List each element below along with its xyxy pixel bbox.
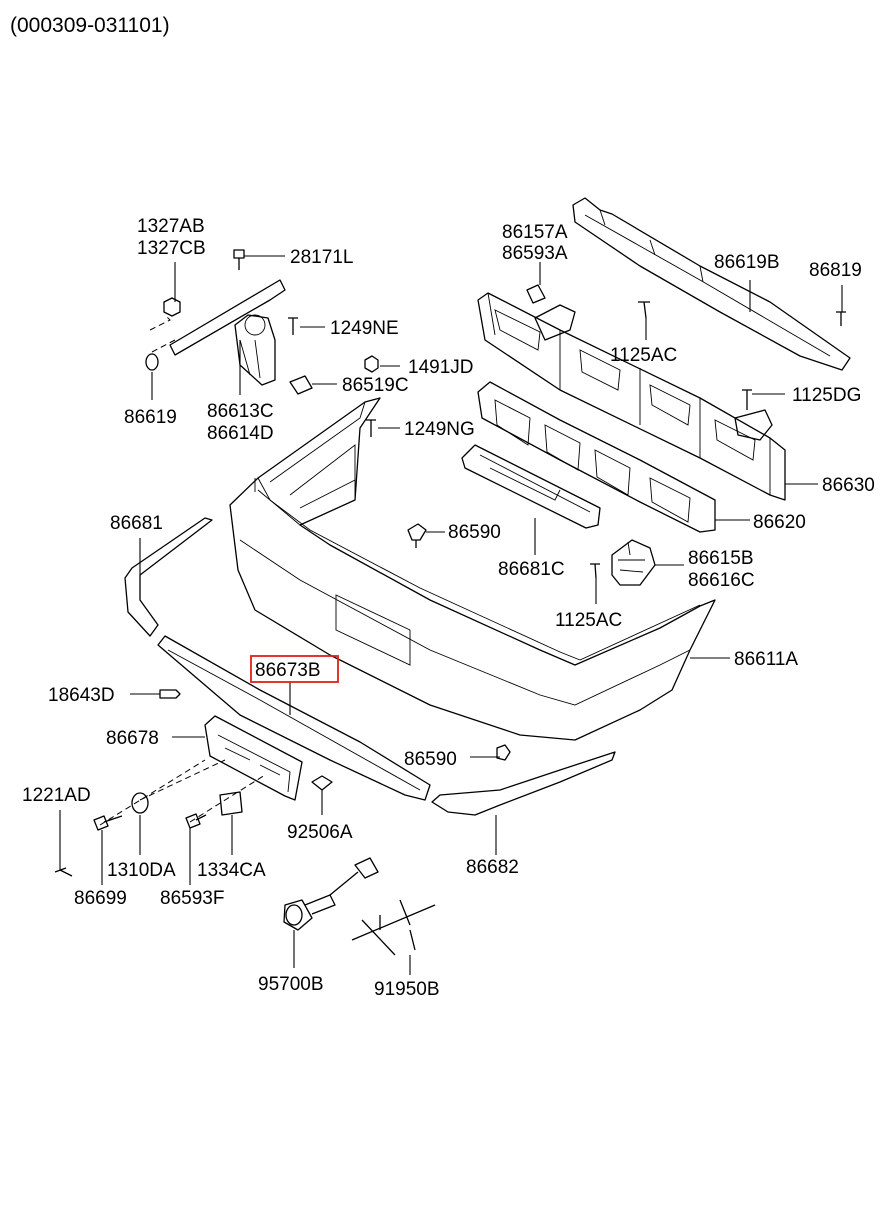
bolt-86699 bbox=[93, 815, 123, 831]
label-86678[interactable]: 86678 bbox=[106, 728, 159, 749]
label-86615B[interactable]: 86615B bbox=[688, 548, 754, 569]
assembly-line-2 bbox=[139, 759, 226, 801]
screw-1221AD bbox=[54, 867, 73, 877]
parking-sensor-95700B bbox=[283, 857, 379, 931]
clip-86519C bbox=[289, 375, 313, 395]
clip-86590-bottom bbox=[496, 744, 511, 761]
label-86593A[interactable]: 86593A bbox=[502, 243, 568, 264]
screw-86819 bbox=[836, 311, 846, 326]
label-1327AB[interactable]: 1327AB bbox=[137, 216, 205, 237]
label-86614D[interactable]: 86614D bbox=[207, 423, 274, 444]
assembly-line-4 bbox=[149, 314, 171, 331]
washer-1310DA bbox=[131, 792, 149, 814]
pin-18643D bbox=[159, 689, 181, 699]
screw-1249NG bbox=[366, 419, 376, 437]
screw-1249NE bbox=[288, 317, 298, 335]
label-1249NG[interactable]: 1249NG bbox=[404, 419, 475, 440]
screw-1125AC-top bbox=[638, 301, 650, 319]
bolt-86593F bbox=[185, 813, 207, 829]
clip-86157A bbox=[526, 284, 546, 304]
label-86611A[interactable]: 86611A bbox=[734, 649, 798, 670]
label-1327CB[interactable]: 1327CB bbox=[137, 238, 206, 259]
label-86590-top[interactable]: 86590 bbox=[448, 522, 501, 543]
label-91950B[interactable]: 91950B bbox=[374, 979, 440, 1000]
label-86593F[interactable]: 86593F bbox=[160, 888, 224, 909]
label-86620[interactable]: 86620 bbox=[753, 512, 806, 533]
assembly-line-1 bbox=[99, 759, 206, 826]
label-86681[interactable]: 86681 bbox=[110, 513, 163, 534]
label-1334CA[interactable]: 1334CA bbox=[197, 860, 266, 881]
clip-86590-top bbox=[407, 523, 427, 548]
label-86519C[interactable]: 86519C bbox=[342, 375, 409, 396]
bumper-bracket-86681C bbox=[461, 444, 601, 529]
label-86682[interactable]: 86682 bbox=[466, 857, 519, 878]
bumper-cover-86611A bbox=[229, 397, 716, 741]
license-plate-bracket-86678 bbox=[204, 715, 303, 801]
bumper-side-bracket-86613C bbox=[169, 279, 286, 386]
bumper-side-bracket-86615B bbox=[611, 539, 656, 586]
label-86681C[interactable]: 86681C bbox=[498, 559, 565, 580]
label-92506A[interactable]: 92506A bbox=[287, 822, 353, 843]
label-86630[interactable]: 86630 bbox=[822, 475, 875, 496]
nut-1491JD bbox=[364, 355, 379, 373]
catalog-date-range: (000309-031101) bbox=[10, 14, 170, 37]
label-86157A[interactable]: 86157A bbox=[502, 222, 568, 243]
assembly-line-3 bbox=[189, 774, 266, 823]
nut-1334CA bbox=[219, 791, 243, 816]
clip-92506A bbox=[311, 775, 333, 791]
label-1249NE[interactable]: 1249NE bbox=[330, 318, 399, 339]
label-1310DA[interactable]: 1310DA bbox=[107, 860, 176, 881]
assembly-line-5 bbox=[151, 339, 176, 353]
label-86619[interactable]: 86619 bbox=[124, 407, 177, 428]
wiring-harness-91950B bbox=[351, 899, 436, 956]
screw-1125DG bbox=[742, 389, 752, 410]
label-1125DG[interactable]: 1125DG bbox=[792, 385, 861, 406]
label-86616C[interactable]: 86616C bbox=[688, 570, 755, 591]
screw-1125AC-mid bbox=[590, 563, 600, 579]
bumper-molding-86673B bbox=[157, 635, 431, 801]
bumper-molding-86681 bbox=[124, 517, 213, 637]
bumper-molding-86682 bbox=[431, 751, 616, 816]
bumper-upper-rail-86619B bbox=[572, 197, 851, 371]
label-1221AD[interactable]: 1221AD bbox=[22, 785, 91, 806]
leader-lines bbox=[59, 255, 843, 975]
label-86699[interactable]: 86699 bbox=[74, 888, 127, 909]
bumper-energy-absorber-86620 bbox=[477, 381, 716, 533]
label-95700B[interactable]: 95700B bbox=[258, 974, 324, 995]
label-86819[interactable]: 86819 bbox=[809, 260, 862, 281]
washer-86619 bbox=[145, 353, 159, 371]
label-86590-bottom[interactable]: 86590 bbox=[404, 749, 457, 770]
label-86673B[interactable]: 86673B bbox=[255, 660, 321, 681]
bumper-reinforcement-86630 bbox=[477, 292, 786, 501]
fastener-1327AB bbox=[163, 297, 181, 317]
label-18643D[interactable]: 18643D bbox=[48, 685, 115, 706]
label-28171L[interactable]: 28171L bbox=[290, 247, 353, 268]
label-1125AC-top[interactable]: 1125AC bbox=[610, 345, 677, 366]
label-1125AC-mid[interactable]: 1125AC bbox=[555, 610, 622, 631]
fastener-28171L bbox=[233, 249, 245, 270]
highlight-box-86673B bbox=[250, 655, 339, 683]
label-86613C[interactable]: 86613C bbox=[207, 401, 274, 422]
label-1491JD[interactable]: 1491JD bbox=[408, 357, 474, 378]
label-86619B[interactable]: 86619B bbox=[714, 252, 780, 273]
